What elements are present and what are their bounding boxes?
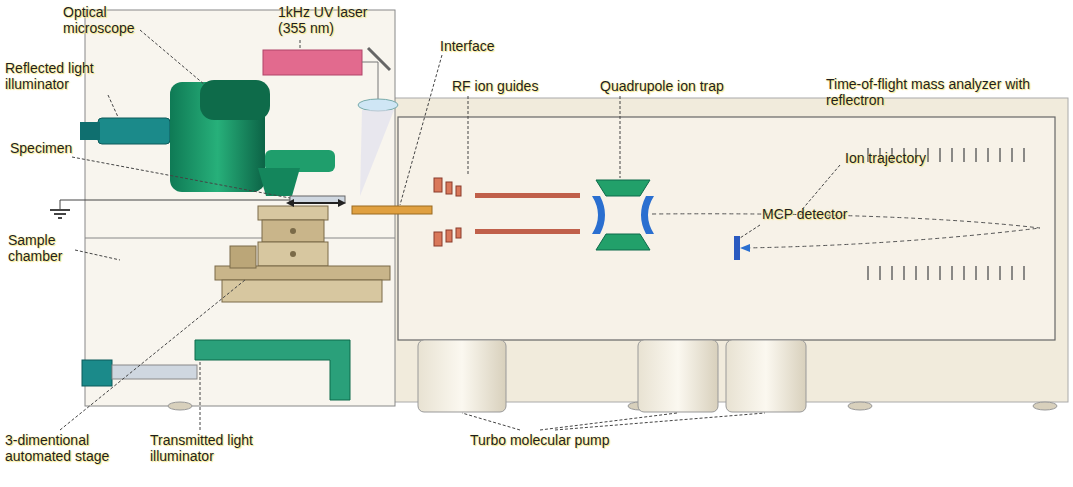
part-label: Reflected light illuminator [5,60,115,92]
part-label: Interface [440,38,530,54]
part-label: 3-dimentional automated stage [5,432,123,464]
part-label: 1kHz UV laser (355 nm) [278,4,378,36]
part-label: Time-of-flight mass analyzer with reflec… [826,76,1031,108]
part-label: Turbo molecular pump [470,432,670,448]
part-label: Quadrupole ion trap [600,78,760,94]
part-label: Ion trajectory [845,150,965,166]
part-label: Transmitted light illuminator [150,432,270,464]
part-label: Optical microscope [63,4,153,36]
part-label: Sample chamber [8,232,74,264]
part-label: RF ion guides [452,78,572,94]
part-label: Specimen [10,140,90,156]
part-label: MCP detector [762,206,882,222]
